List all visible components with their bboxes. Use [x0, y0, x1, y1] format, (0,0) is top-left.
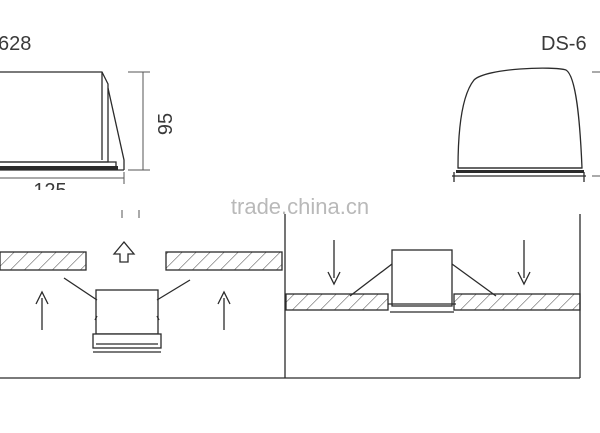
height-dim-text: 95 [155, 113, 177, 135]
fixture-trim [92, 333, 162, 349]
up-arrow-outline-icon [112, 240, 136, 263]
right-model-label: DS-6 [541, 33, 587, 55]
up-arrow-icon [217, 290, 231, 330]
down-arrow-icon [327, 240, 341, 286]
tick-marks [121, 210, 140, 218]
right-fixture-side-view [452, 67, 600, 182]
down-arrow-icon [517, 240, 531, 286]
width-dimension: 125 [0, 172, 130, 202]
left-fixture-side-view [0, 71, 125, 171]
left-model-label: 628 [0, 33, 31, 55]
install-step-1 [0, 240, 283, 353]
height-dimension: 95 [128, 71, 177, 171]
install-step-2 [285, 240, 581, 313]
fixture-body [95, 289, 159, 335]
up-arrow-icon [35, 290, 49, 330]
installed-fixture-body [391, 249, 453, 307]
watermark-text: trade.china.cn [231, 194, 369, 219]
